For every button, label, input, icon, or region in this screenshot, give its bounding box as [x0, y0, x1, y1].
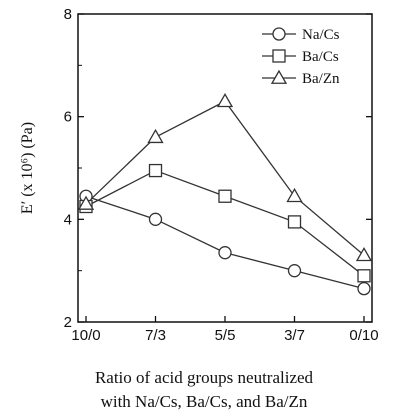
y-tick-label-3: 8	[64, 6, 72, 23]
point-ba-cs-1	[148, 163, 163, 178]
x-tick-label-2: 5/5	[215, 327, 236, 344]
series-line-na-cs	[85, 195, 365, 290]
x-tick-label-0: 10/0	[71, 327, 100, 344]
legend-label-ba-cs: Ba/Cs	[302, 49, 339, 65]
legend-marker-ba-cs	[272, 49, 286, 63]
point-ba-zn-0	[77, 195, 95, 210]
point-ba-zn-1	[147, 128, 164, 144]
y-tick-label-2: 6	[64, 109, 72, 126]
point-na-cs-1	[148, 212, 163, 226]
series-line-ba-zn	[85, 100, 365, 256]
legend-marker-ba-zn	[270, 69, 288, 84]
series-layer	[77, 92, 373, 296]
point-ba-cs-4	[357, 269, 371, 283]
point-ba-cs-3	[287, 215, 302, 229]
y-axis-ticks: 2 4 6 8	[64, 6, 372, 331]
x-axis-label: Ratio of acid groups neutralized with Na…	[0, 366, 408, 414]
point-ba-zn-4	[355, 246, 373, 262]
legend-label-ba-zn: Ba/Zn	[302, 71, 340, 87]
legend-marker-na-cs	[272, 27, 286, 41]
point-na-cs-2	[218, 246, 232, 260]
y-axis-label: E′ (x 10⁶) (Pa)	[19, 122, 36, 214]
x-tick-label-4: 0/10	[349, 327, 378, 344]
point-ba-zn-3	[286, 187, 303, 203]
series-line-ba-cs	[85, 169, 365, 277]
x-tick-label-3: 3/7	[284, 327, 305, 344]
point-na-cs-4	[357, 281, 371, 296]
point-ba-zn-2	[216, 92, 234, 108]
point-na-cs-3	[287, 264, 302, 278]
x-tick-label-1: 7/3	[145, 327, 166, 344]
x-axis-ticks: 10/0 7/3 5/5 3/7 0/10	[71, 316, 379, 344]
y-tick-label-1: 4	[64, 211, 72, 228]
legend-label-na-cs: Na/Cs	[302, 27, 340, 43]
x-axis-label-line-1: Ratio of acid groups neutralized	[94, 368, 314, 387]
point-ba-cs-2	[218, 189, 232, 203]
y-tick-label-0: 2	[64, 314, 72, 331]
x-axis-label-line-2: with Na/Cs, Ba/Cs, and Ba/Zn	[100, 392, 308, 411]
